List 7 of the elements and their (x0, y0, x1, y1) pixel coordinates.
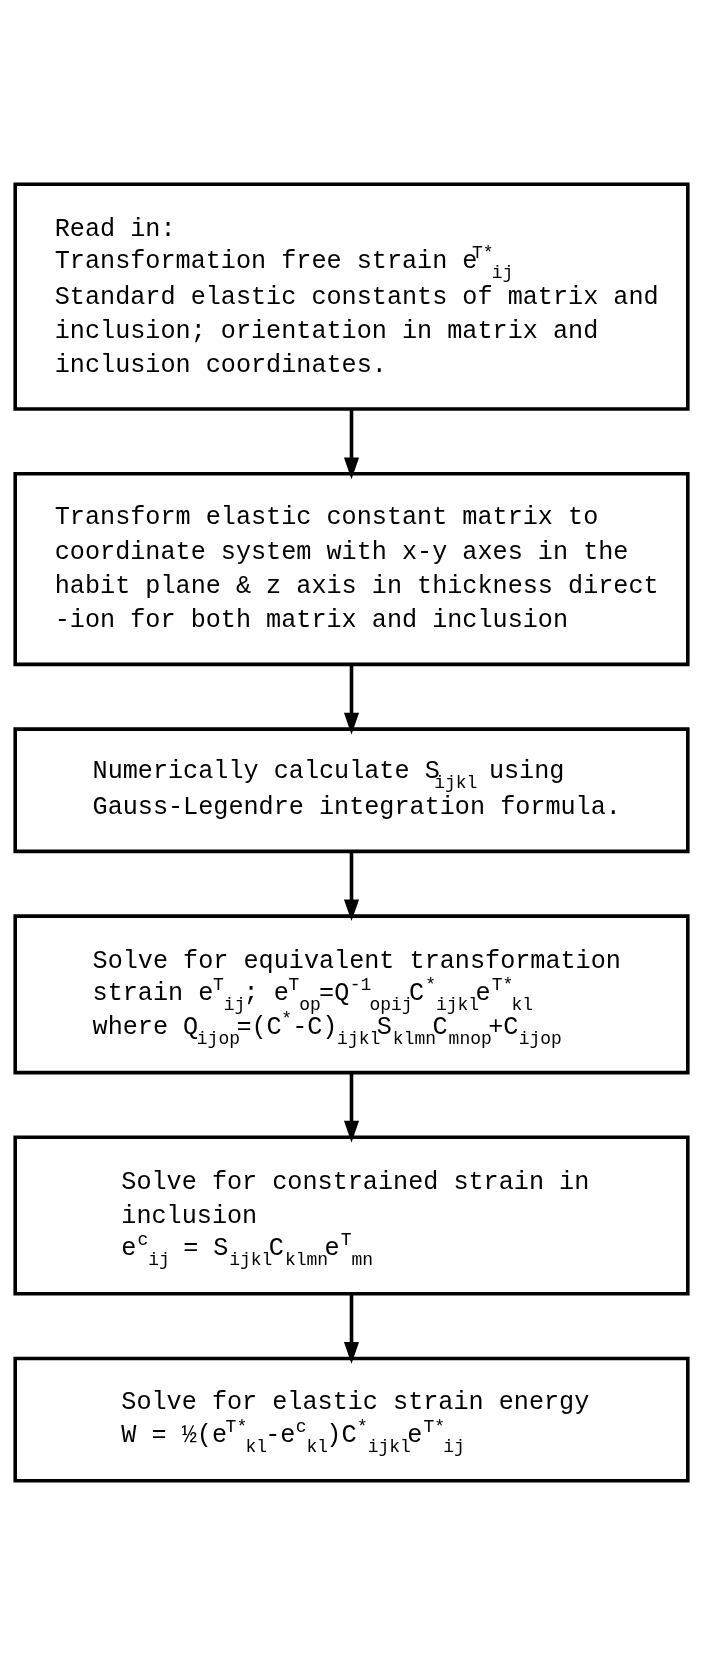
node-box: Numerically calculate S$_{ijkl}$ using Gauss-Legendre integration formula. (13, 727, 690, 854)
arrow (343, 409, 360, 480)
arrow (343, 851, 360, 922)
arrow (343, 1072, 360, 1143)
node-box: Transform elastic constant matrix to coordinate system with x-y axes in the habit plane & z axis in thickness direct -ion for both matrix and inclusion (13, 471, 690, 667)
arrow (343, 664, 360, 735)
arrow (343, 1294, 360, 1364)
